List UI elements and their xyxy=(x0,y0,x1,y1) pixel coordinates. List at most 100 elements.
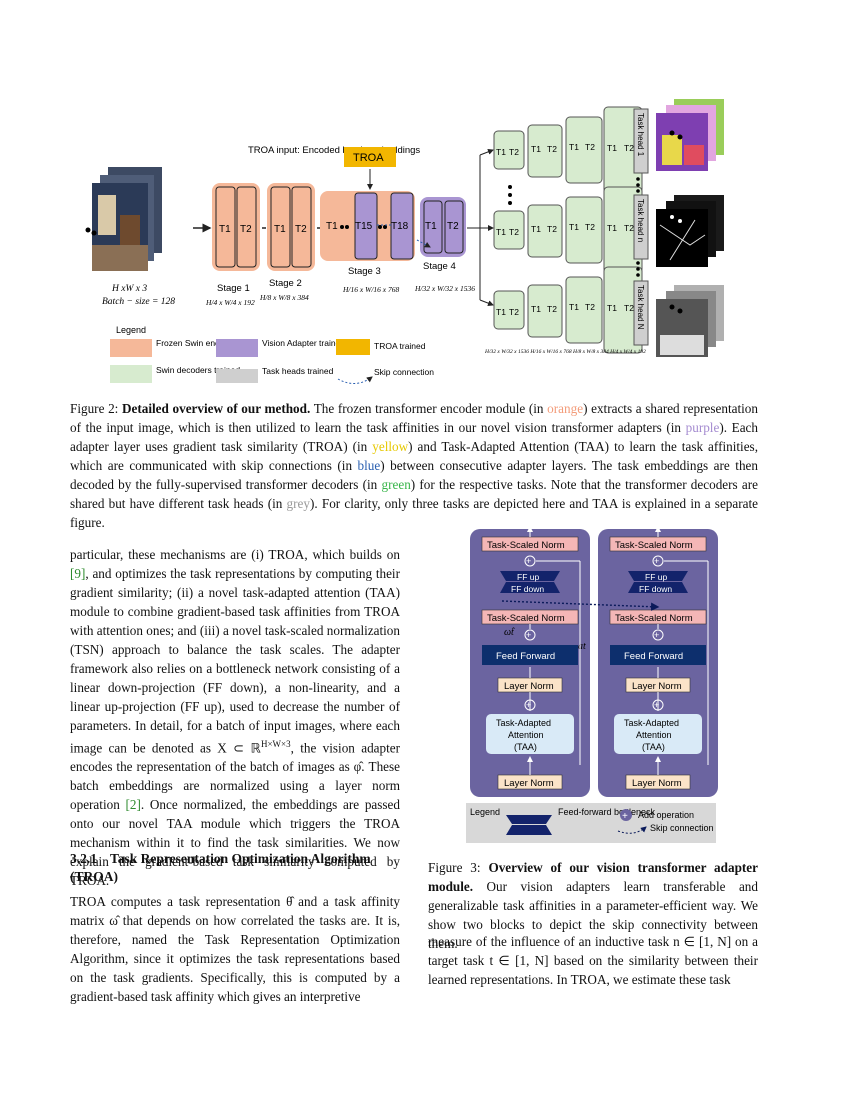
fig2-green: green xyxy=(381,477,411,492)
b1-tsn-top: Task-Scaled Norm xyxy=(487,540,565,551)
d1d-t2: T2 xyxy=(624,143,634,153)
fig2-t4: ) and Task-Adapted Attention (TAA) to le… xyxy=(70,439,758,473)
omega-label: ω̂t xyxy=(504,627,515,638)
fig2-bold: Detailed overview of our method. xyxy=(121,401,311,416)
svg-text:+: + xyxy=(526,700,531,710)
figure-2: H xW x 3 Batch − size = 128 T1 T2 Stage … xyxy=(80,95,770,395)
d1b-t2: T2 xyxy=(547,144,557,154)
b1-taa-2: Attention xyxy=(508,730,544,740)
fig2-t2: ) extracts a shared representation of th… xyxy=(70,401,758,435)
p1c: , the vision adapter encodes the represe… xyxy=(70,740,401,813)
fig3-legend-title: Legend xyxy=(470,807,500,817)
s2-t2: T2 xyxy=(295,224,307,235)
fig3-bold: Overview of our vision transformer adapt… xyxy=(428,860,758,894)
legend-decoders: Swin decoders trained xyxy=(156,365,240,375)
task-head-1: Task head 1 xyxy=(636,113,645,157)
svg-text:+: + xyxy=(654,700,659,710)
b1-layer-norm-bottom: Layer Norm xyxy=(504,778,554,789)
s3-t18: T18 xyxy=(391,221,409,232)
legend-title: Legend xyxy=(116,325,146,335)
decoder-dims: H/32 x W/32 x 1536 H/16 x W/16 x 768 H/8… xyxy=(484,348,646,355)
fig2-grey: grey xyxy=(286,496,310,511)
b1-taa-3: (TAA) xyxy=(514,742,537,752)
right-column: measure of the influence of an inductive… xyxy=(428,932,758,989)
batch-size: Batch − size = 128 xyxy=(102,297,175,307)
fig3-legend-ff: Feed-forward bottleneck xyxy=(558,807,656,817)
citation-9[interactable]: [9] xyxy=(70,566,86,581)
s4-t1: T1 xyxy=(425,221,437,232)
b2-tsn-mid: Task-Scaled Norm xyxy=(615,613,693,624)
fig3-legend-skip: Skip connection xyxy=(650,823,714,833)
d1c-t2: T2 xyxy=(585,142,595,152)
fig2-legend: Legend Frozen Swin encoder Swin decoders… xyxy=(110,325,434,384)
fig2-blue: blue xyxy=(357,458,381,473)
legend-frozen: Frozen Swin encoder xyxy=(156,338,236,348)
figure-2-diagram: H xW x 3 Batch − size = 128 T1 T2 Stage … xyxy=(85,99,724,384)
b1-layer-norm-top: Layer Norm xyxy=(504,681,554,692)
fig3-legend: Legend Feed-forward bottleneck + Add ope… xyxy=(466,803,716,843)
d3c-t1: T1 xyxy=(569,302,579,312)
input-dims: H xW x 3 xyxy=(111,284,147,294)
fig2-t1: The frozen transformer encoder module (i… xyxy=(313,401,548,416)
left-paragraph-2: TROA computes a task representation θ̂ a… xyxy=(70,894,400,1004)
s1-t1: T1 xyxy=(219,224,231,235)
adapter-block-2: Task-Scaled Norm + FF up FF down Task-Sc… xyxy=(598,526,718,797)
fig2-t3: ). Each adapter layer uses gradient task… xyxy=(70,420,758,454)
legend-adapter: Vision Adapter trained xyxy=(262,338,345,348)
task-head-N: Task head N xyxy=(636,285,645,330)
b2-taa-3: (TAA) xyxy=(642,742,665,752)
b1-tsn-mid: Task-Scaled Norm xyxy=(487,613,565,624)
s2-t1: T1 xyxy=(274,224,286,235)
adapter-block-1: Task-Scaled Norm + FF up FF down Task-Sc… xyxy=(470,526,590,797)
d2b-t1: T1 xyxy=(531,224,541,234)
d3d-t2: T2 xyxy=(624,303,634,313)
d3a-t1: T1 xyxy=(496,307,506,317)
svg-text:+: + xyxy=(654,556,659,566)
left-column-2: TROA computes a task representation θ̂ a… xyxy=(70,892,400,1006)
fig2-t6: ) for the respective tasks. Note that th… xyxy=(70,477,758,511)
d3d-t1: T1 xyxy=(607,303,617,313)
b1-feed-forward: Feed Forward xyxy=(496,651,555,662)
fig2-t7: ). For clarity, only three tasks are dep… xyxy=(70,496,759,530)
b1-ff-down: FF down xyxy=(511,584,544,594)
b1-ff-up: FF up xyxy=(517,572,539,582)
section-title: Task Representation Optimization Algorit… xyxy=(70,851,371,884)
svg-text:+: + xyxy=(654,630,659,640)
d1a-t2: T2 xyxy=(509,147,519,157)
b2-ff-down: FF down xyxy=(639,584,672,594)
troa-box: TROA xyxy=(353,152,384,164)
d3c-t2: T2 xyxy=(585,302,595,312)
legend-heads: Task heads trained xyxy=(262,366,334,376)
d3a-t2: T2 xyxy=(509,307,519,317)
d1d-t1: T1 xyxy=(607,143,617,153)
fig2-orange: orange xyxy=(547,401,584,416)
b2-tsn-top: Task-Scaled Norm xyxy=(615,540,693,551)
svg-text:+: + xyxy=(526,556,531,566)
input-image-stack xyxy=(92,167,162,271)
stage2-label: Stage 2 xyxy=(269,278,302,289)
fig3-legend-add: Add operation xyxy=(638,810,694,820)
output-edges xyxy=(656,195,724,267)
d3b-t2: T2 xyxy=(547,304,557,314)
figure-3-caption: Figure 3: Overview of our vision transfo… xyxy=(428,858,758,953)
stage1-label: Stage 1 xyxy=(217,283,250,294)
b2-taa-2: Attention xyxy=(636,730,672,740)
p1d: . Once normalized, the embeddings are pa… xyxy=(70,797,400,889)
legend-skip: Skip connection xyxy=(374,367,434,377)
fig2-label: Figure 2: xyxy=(70,401,119,416)
citation-2[interactable]: [2] xyxy=(125,797,141,813)
figure-3-diagram: Task-Scaled Norm + FF up FF down Task-Sc… xyxy=(466,526,718,843)
left-column: particular, these mechanisms are (i) TRO… xyxy=(70,545,400,890)
d2c-t1: T1 xyxy=(569,222,579,232)
p1a: particular, these mechanisms are (i) TRO… xyxy=(70,547,400,562)
d2c-t2: T2 xyxy=(585,222,595,232)
figure-2-caption: Figure 2: Detailed overview of our metho… xyxy=(70,399,758,532)
right-paragraph: measure of the influence of an inductive… xyxy=(428,934,758,987)
s4-t2: T2 xyxy=(447,221,459,232)
p1b: , and optimizes the task representations… xyxy=(70,566,400,756)
d1b-t1: T1 xyxy=(531,144,541,154)
fig2-purple: purple xyxy=(685,420,720,435)
output-segmentation xyxy=(656,99,724,171)
